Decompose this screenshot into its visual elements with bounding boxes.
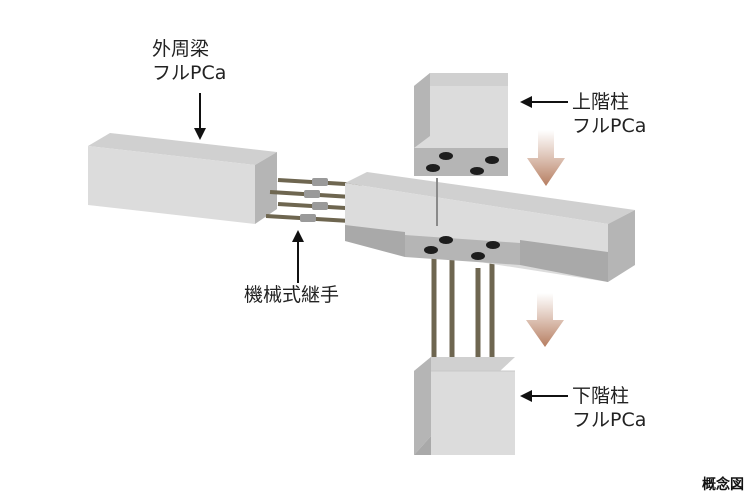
pointer-perimeter-beam <box>194 93 206 140</box>
label-mechanical-joint: 機械式継手 <box>244 284 340 306</box>
down-arrow-lower <box>526 293 564 347</box>
rebar-2 <box>269 190 353 199</box>
label-upper-column-line1: 上階柱 <box>572 91 630 113</box>
lower-column <box>414 357 515 455</box>
label-upper-column: 上階柱 フルPCa <box>572 90 646 138</box>
lower-column-rebars <box>431 256 495 372</box>
label-perimeter-beam-line1: 外周梁 <box>152 38 210 60</box>
pointer-lower-column <box>520 390 568 402</box>
label-perimeter-beam-line2: フルPCa <box>152 62 227 84</box>
label-lower-column-line2: フルPCa <box>572 409 647 431</box>
down-arrow-upper <box>527 130 565 186</box>
upper-column <box>414 73 508 176</box>
rebar-4 <box>265 214 351 223</box>
pointer-upper-column <box>520 96 568 108</box>
left-beam <box>88 133 277 224</box>
label-perimeter-beam: 外周梁 フルPCa <box>152 37 226 85</box>
label-lower-column: 下階柱 フルPCa <box>572 384 646 432</box>
caption-concept-diagram: 概念図 <box>702 477 744 493</box>
center-beam <box>345 172 635 282</box>
upper-column-holes <box>426 152 499 175</box>
label-upper-column-line2: フルPCa <box>572 115 647 137</box>
panel-holes <box>424 236 500 260</box>
pointer-mechanical-joint <box>292 230 304 283</box>
label-lower-column-line1: 下階柱 <box>572 385 630 407</box>
